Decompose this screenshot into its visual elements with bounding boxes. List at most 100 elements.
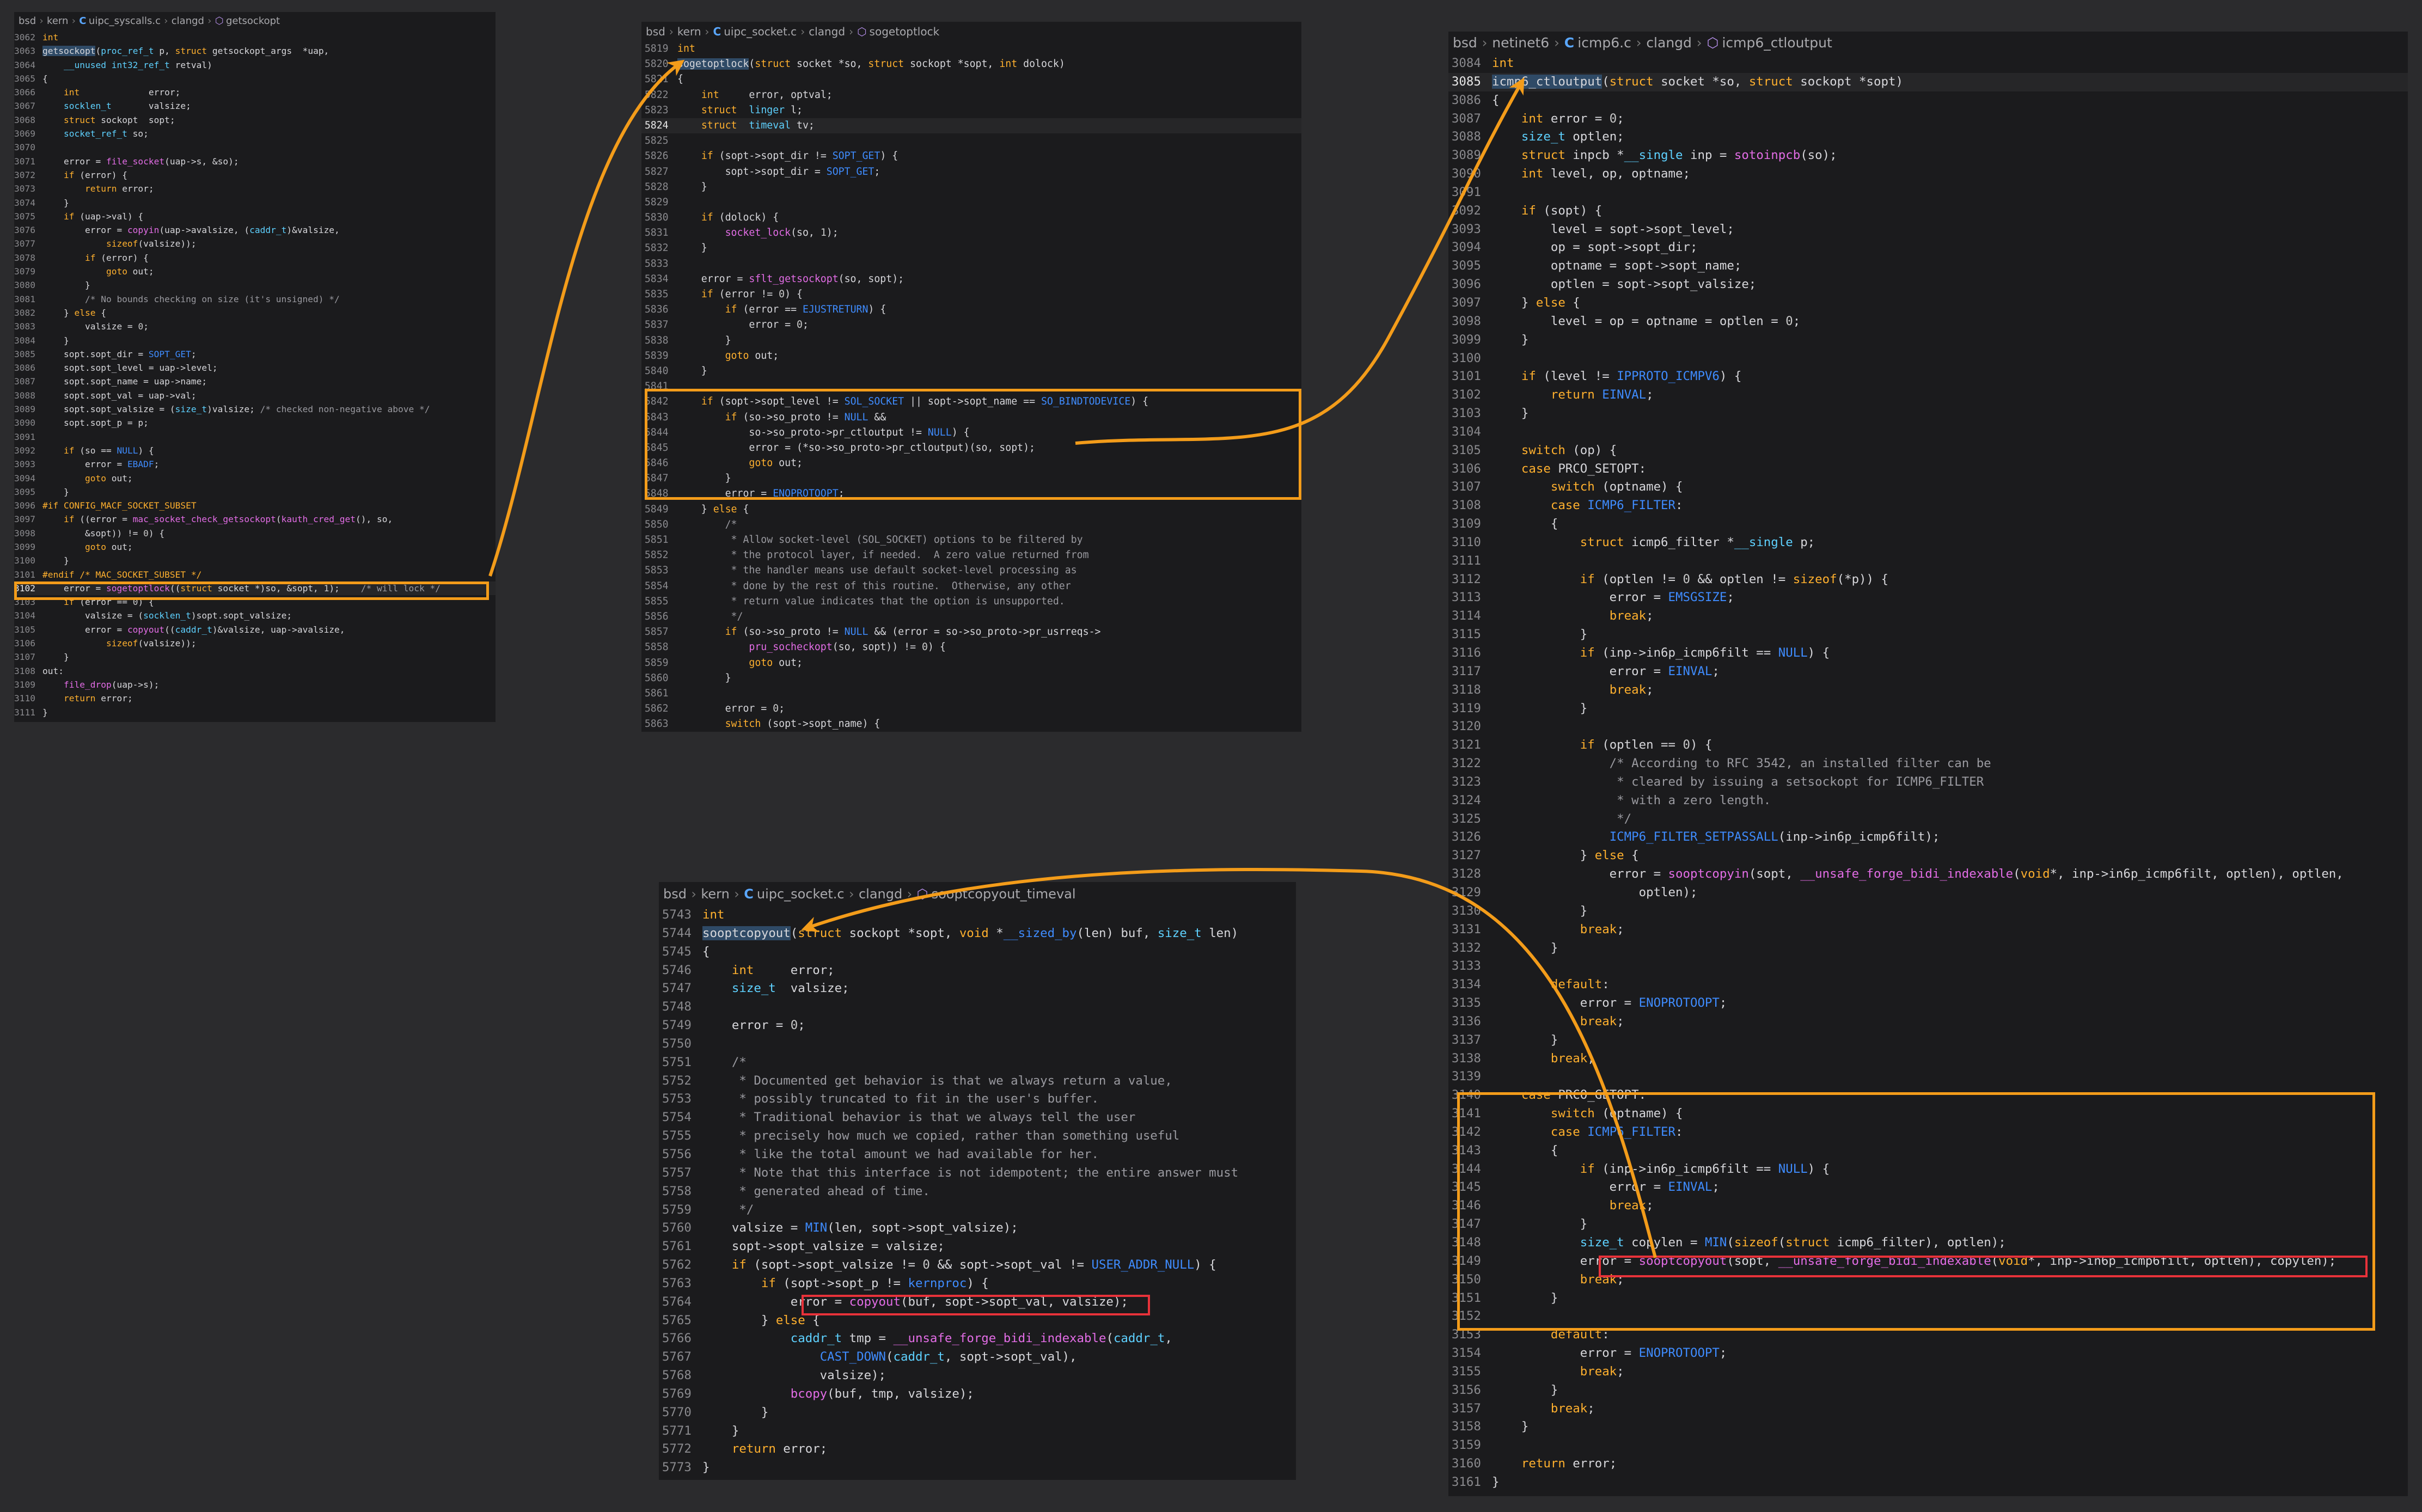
code-line[interactable]: 5762 if (sopt->sopt_valsize != 0 && sopt… xyxy=(659,1256,1296,1275)
code-line[interactable]: 5752 * Documented get behavior is that w… xyxy=(659,1072,1296,1091)
code-line[interactable]: 3109 file_drop(uap->s); xyxy=(14,678,496,691)
code-line[interactable]: 3113 error = EMSGSIZE; xyxy=(1448,589,2408,607)
code-line[interactable]: 5764 error = copyout(buf, sopt->sopt_val… xyxy=(659,1293,1296,1312)
code-line[interactable]: 5773} xyxy=(659,1459,1296,1477)
breadcrumb-language-server[interactable]: clangd xyxy=(858,886,903,902)
code-line[interactable]: 3106 sizeof(valsize)); xyxy=(14,636,496,650)
code-line[interactable]: 3098 level = op = optname = optlen = 0; xyxy=(1448,313,2408,331)
code-line[interactable]: 3081 /* No bounds checking on size (it's… xyxy=(14,292,496,306)
code-line[interactable]: 3096#if CONFIG_MACF_SOCKET_SUBSET xyxy=(14,499,496,512)
code-line[interactable]: 3090 sopt.sopt_p = p; xyxy=(14,416,496,430)
code-line[interactable]: 3071 error = file_socket(uap->s, &so); xyxy=(14,155,496,168)
code-line[interactable]: 3120 xyxy=(1448,718,2408,736)
code-line[interactable]: 5849 } else { xyxy=(641,502,1301,517)
code-line[interactable]: 5824 struct timeval tv; xyxy=(641,118,1301,134)
breadcrumb-folder[interactable]: kern xyxy=(701,886,730,902)
code-line[interactable]: 3096 optlen = sopt->sopt_valsize; xyxy=(1448,276,2408,294)
code-line[interactable]: 3132 } xyxy=(1448,939,2408,958)
code-line[interactable]: 3153 default: xyxy=(1448,1326,2408,1344)
code-line[interactable]: 5836 if (error == EJUSTRETURN) { xyxy=(641,302,1301,317)
code-line[interactable]: 3144 if (inp->in6p_icmp6filt == NULL) { xyxy=(1448,1160,2408,1179)
code-line[interactable]: 3104 xyxy=(1448,423,2408,442)
code-line[interactable]: 3139 xyxy=(1448,1068,2408,1086)
code-line[interactable]: 5828 } xyxy=(641,180,1301,195)
code-line[interactable]: 5756 * like the total amount we had avai… xyxy=(659,1146,1296,1164)
code-line[interactable]: 3159 xyxy=(1448,1436,2408,1455)
code-line[interactable]: 3103 if (error == 0) { xyxy=(14,595,496,609)
code-line[interactable]: 3080 } xyxy=(14,278,496,292)
code-line[interactable]: 3125 */ xyxy=(1448,810,2408,829)
breadcrumb-language-server[interactable]: clangd xyxy=(171,15,204,27)
code-line[interactable]: 5749 error = 0; xyxy=(659,1017,1296,1035)
code-line[interactable]: 3128 error = sooptcopyin(sopt, __unsafe_… xyxy=(1448,865,2408,884)
code-line[interactable]: 3117 error = EINVAL; xyxy=(1448,663,2408,681)
code-line[interactable]: 3130 } xyxy=(1448,902,2408,921)
code-line[interactable]: 3084 } xyxy=(14,334,496,347)
code-line[interactable]: 3097 if ((error = mac_socket_check_getso… xyxy=(14,512,496,526)
breadcrumb-symbol[interactable]: sooptcopyout_timeval xyxy=(931,886,1076,902)
code-line[interactable]: 5755 * precisely how much we copied, rat… xyxy=(659,1127,1296,1146)
code-line[interactable]: 3160 return error; xyxy=(1448,1455,2408,1473)
code-line[interactable]: 3087 sopt.sopt_name = uap->name; xyxy=(14,375,496,388)
code-line[interactable]: 5753 * possibly truncated to fit in the … xyxy=(659,1090,1296,1109)
code-line[interactable]: 5851 * Allow socket-level (SOL_SOCKET) o… xyxy=(641,532,1301,548)
code-line[interactable]: 3091 xyxy=(1448,183,2408,202)
code-line[interactable]: 3156 } xyxy=(1448,1381,2408,1400)
code-line[interactable]: 3110 return error; xyxy=(14,691,496,705)
code-line[interactable]: 3101#endif /* MAC_SOCKET_SUBSET */ xyxy=(14,568,496,581)
code-line[interactable]: 3138 break; xyxy=(1448,1050,2408,1068)
code-line[interactable]: 3118 break; xyxy=(1448,681,2408,700)
code-line[interactable]: 3105 switch (op) { xyxy=(1448,442,2408,460)
code-line[interactable]: 3094 op = sopt->sopt_dir; xyxy=(1448,238,2408,257)
code-line[interactable]: 3100 xyxy=(1448,350,2408,368)
code-line[interactable]: 3158 } xyxy=(1448,1418,2408,1436)
code-line[interactable]: 3088 size_t optlen; xyxy=(1448,128,2408,146)
code-line[interactable]: 3094 goto out; xyxy=(14,472,496,485)
code-line[interactable]: 3082 } else { xyxy=(14,306,496,320)
code-line[interactable]: 3076 error = copyin(uap->avalsize, (cadd… xyxy=(14,223,496,237)
code-line[interactable]: 5859 goto out; xyxy=(641,656,1301,671)
code-line[interactable]: 3145 error = EINVAL; xyxy=(1448,1178,2408,1197)
code-line[interactable]: 3133 xyxy=(1448,957,2408,976)
breadcrumb-file[interactable]: icmp6.c xyxy=(1577,35,1631,51)
code-line[interactable]: 3112 if (optlen != 0 && optlen != sizeof… xyxy=(1448,571,2408,589)
code-line[interactable]: 5759 */ xyxy=(659,1201,1296,1220)
code-line[interactable]: 3089 struct inpcb *__single inp = sotoin… xyxy=(1448,146,2408,165)
breadcrumb-folder[interactable]: bsd xyxy=(646,25,665,38)
code-line[interactable]: 5847 } xyxy=(641,471,1301,486)
code-line[interactable]: 5833 xyxy=(641,256,1301,272)
code-line[interactable]: 3075 if (uap->val) { xyxy=(14,210,496,223)
code-line[interactable]: 3104 valsize = (socklen_t)sopt.sopt_vals… xyxy=(14,609,496,622)
code-line[interactable]: 3069 socket_ref_t so; xyxy=(14,127,496,140)
code-line[interactable]: 5862 error = 0; xyxy=(641,701,1301,717)
code-line[interactable]: 5861 xyxy=(641,686,1301,701)
breadcrumb-language-server[interactable]: clangd xyxy=(809,25,846,38)
code-line[interactable]: 3102 return EINVAL; xyxy=(1448,386,2408,405)
code-line[interactable]: 3150 break; xyxy=(1448,1271,2408,1289)
code-line[interactable]: 3086 sopt.sopt_level = uap->level; xyxy=(14,361,496,375)
code-line[interactable]: 5765 } else { xyxy=(659,1312,1296,1330)
code-line[interactable]: 3105 error = copyout((caddr_t)&valsize, … xyxy=(14,623,496,636)
code-line[interactable]: 5831 socket_lock(so, 1); xyxy=(641,225,1301,241)
code-line[interactable]: 3083 valsize = 0; xyxy=(14,320,496,333)
code-line[interactable]: 3136 break; xyxy=(1448,1013,2408,1031)
code-line[interactable]: 3102 error = sogetoptlock((struct socket… xyxy=(14,581,496,596)
code-line[interactable]: 5754 * Traditional behavior is that we a… xyxy=(659,1109,1296,1127)
code-line[interactable]: 5748 xyxy=(659,998,1296,1017)
code-line[interactable]: 5770 } xyxy=(659,1404,1296,1422)
breadcrumb-language-server[interactable]: clangd xyxy=(1646,35,1692,51)
code-line[interactable]: 3126 ICMP6_FILTER_SETPASSALL(inp->in6p_i… xyxy=(1448,828,2408,847)
code-line[interactable]: 3149 error = sooptcopyout(sopt, __unsafe… xyxy=(1448,1252,2408,1271)
code-line[interactable]: 3152 xyxy=(1448,1307,2408,1326)
code-line[interactable]: 3134 default: xyxy=(1448,976,2408,994)
code-line[interactable]: 5823 struct linger l; xyxy=(641,103,1301,118)
code-line[interactable]: 3116 if (inp->in6p_icmp6filt == NULL) { xyxy=(1448,644,2408,663)
code-line[interactable]: 3108 case ICMP6_FILTER: xyxy=(1448,497,2408,515)
code-line[interactable]: 3099 goto out; xyxy=(14,540,496,554)
code-line[interactable]: 5750 xyxy=(659,1035,1296,1054)
code-line[interactable]: 3091 xyxy=(14,430,496,444)
code-line[interactable]: 3148 size_t copylen = MIN(sizeof(struct … xyxy=(1448,1234,2408,1252)
